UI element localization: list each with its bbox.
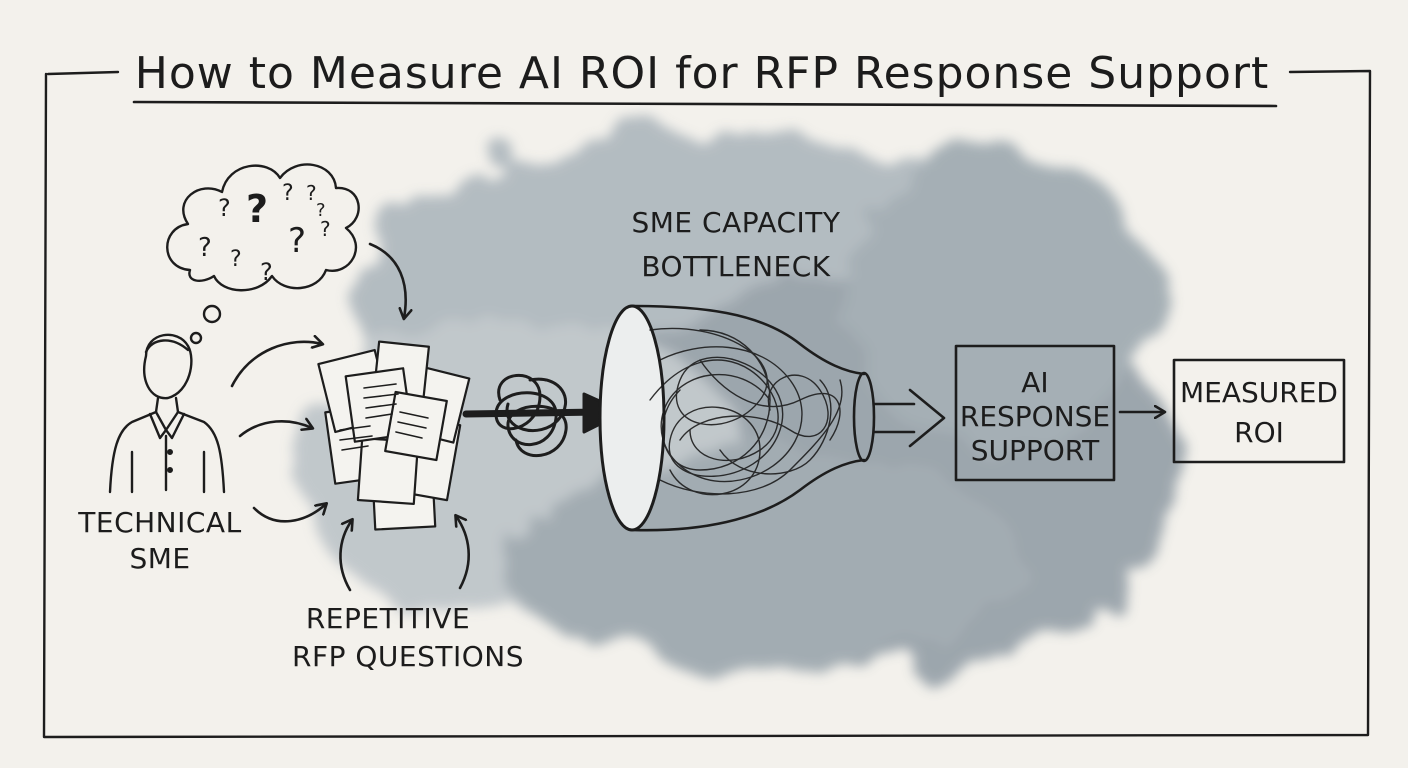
thought-cloud <box>166 163 360 345</box>
question-mark: ? <box>306 181 317 205</box>
ai-support-label: SUPPORT <box>971 434 1100 467</box>
roi-box: MEASURED ROI <box>1172 358 1346 464</box>
outer-frame <box>42 69 1372 739</box>
ai-support-label: AI <box>1021 366 1048 399</box>
sme-label: TECHNICAL <box>77 506 241 539</box>
bottleneck-label: SME CAPACITY <box>632 206 841 239</box>
ai-support-box: AI RESPONSE SUPPORT <box>954 344 1116 482</box>
roi-label: MEASURED <box>1180 376 1338 409</box>
question-mark: ? <box>316 200 326 221</box>
question-marks: ? ? ? ? ? ? ? ? ? ? <box>198 181 331 286</box>
diagram-title: How to Measure AI ROI for RFP Response S… <box>135 48 1269 99</box>
questions-label: REPETITIVE <box>306 602 470 635</box>
question-mark: ? <box>246 187 268 231</box>
ai-support-label: RESPONSE <box>960 400 1110 433</box>
question-mark: ? <box>230 247 242 272</box>
question-mark: ? <box>260 258 273 286</box>
questions-label: RFP QUESTIONS <box>292 640 524 673</box>
sme-label: SME <box>129 542 190 575</box>
funnel-to-ai-arrow <box>872 388 946 448</box>
question-mark: ? <box>218 194 231 222</box>
question-mark: ? <box>282 181 294 206</box>
bottleneck-label: BOTTLENECK <box>641 250 830 283</box>
roi-label: ROI <box>1234 416 1284 449</box>
question-mark: ? <box>288 221 306 261</box>
person-to-papers-arrows <box>230 242 471 592</box>
question-mark: ? <box>198 233 212 263</box>
bottleneck-funnel-icon <box>598 304 876 532</box>
paper-stack-icon <box>317 340 471 531</box>
person-icon <box>108 333 226 494</box>
question-mark: ? <box>320 217 331 241</box>
